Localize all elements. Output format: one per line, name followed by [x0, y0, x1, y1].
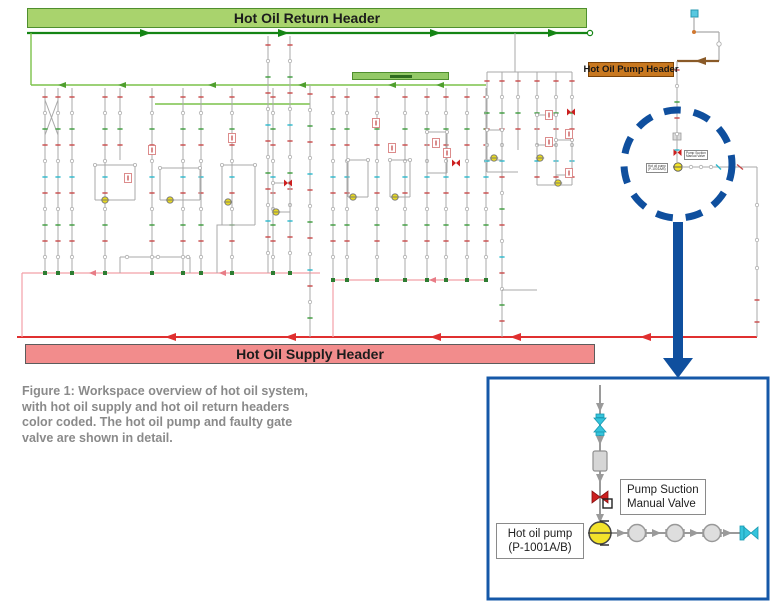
pump-small-icon — [673, 162, 683, 172]
supply-line-arrows — [165, 333, 651, 341]
return-line-arrows — [140, 29, 559, 37]
pump-discharge-pipes — [682, 166, 758, 337]
distribution-lines-green — [30, 33, 486, 105]
discharge-valve-icon — [739, 525, 759, 541]
bottom-mini-loop-flanges — [124, 254, 191, 260]
gate-valve-icon — [591, 490, 613, 509]
detail-line-arrows — [596, 403, 604, 523]
gate-valve-small-icon — [673, 149, 682, 156]
detail-pump-label: Hot oil pump (P-1001A/B) — [496, 523, 584, 559]
spool-circles — [627, 523, 722, 543]
control-valve-icon — [593, 413, 607, 436]
collector-lines-pink — [21, 272, 486, 337]
mini-banner-text-smudge — [389, 74, 412, 78]
distribution-arrows — [58, 82, 444, 88]
pump-header-label: Hot Oil Pump Header — [583, 62, 679, 77]
detail-valve-label: Pump Suction Manual Valve — [620, 479, 706, 515]
pump-header-arrow — [695, 57, 706, 65]
right-cluster-feed — [487, 33, 572, 73]
tiny-pump-label: Hot oil pump (P-1001A/B) — [646, 163, 668, 174]
crossover-lines — [44, 99, 59, 136]
piping-details — [42, 36, 680, 337]
pump-discharge-flanges — [688, 164, 760, 271]
highlight-circle — [620, 106, 736, 222]
return-line-end-marker — [586, 29, 594, 37]
pipe-junction-dot — [692, 30, 696, 34]
supply-header-banner: Hot Oil Supply Header — [25, 344, 595, 364]
pump-icon — [588, 520, 612, 546]
callout-arrow-head — [663, 358, 693, 378]
detail-discharge-arrows — [617, 529, 732, 537]
collector-arrows — [89, 270, 436, 283]
callout-arrow-shaft — [673, 222, 683, 360]
pump-discharge-ticks — [715, 163, 760, 323]
figure-caption: Figure 1: Workspace overview of hot oil … — [22, 384, 308, 445]
mini-header-banner — [352, 72, 449, 80]
return-header-banner: Hot Oil Return Header — [27, 8, 587, 28]
pump-header-pipes — [693, 17, 720, 61]
source-nozzle-icon — [690, 9, 699, 18]
tiny-valve-label: Pump Suction Manual Valve — [684, 150, 708, 161]
strainer-icon — [592, 450, 608, 472]
pipe-flange — [716, 41, 722, 47]
